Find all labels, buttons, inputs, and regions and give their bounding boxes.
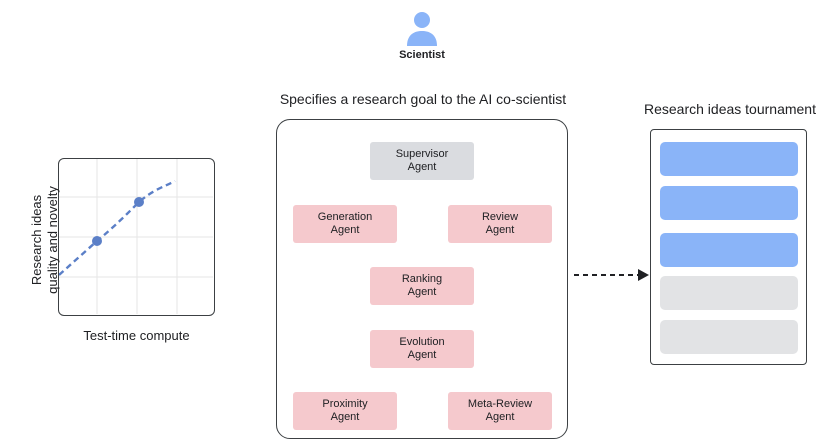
scientist-label: Scientist: [399, 49, 445, 61]
empty-idea-slot: [660, 320, 798, 354]
dashed-arrow: [574, 269, 649, 281]
ranked-idea-slot: [660, 233, 798, 267]
ranked-idea-slot: [660, 186, 798, 220]
curve-point: [92, 236, 102, 246]
empty-idea-slot: [660, 276, 798, 310]
supervisor-agent-box: Supervisor Agent: [370, 142, 474, 180]
curve-point: [134, 197, 144, 207]
compute-scaling-chart: [58, 158, 215, 316]
chart-x-label: Test-time compute: [83, 328, 190, 343]
person-icon: [407, 12, 437, 46]
review-agent-box: Review Agent: [448, 205, 552, 243]
proximity-agent-box: Proximity Agent: [293, 392, 397, 430]
generation-agent-box: Generation Agent: [293, 205, 397, 243]
chart-plot-area: [59, 159, 213, 314]
meta-review-agent-box: Meta-Review Agent: [448, 392, 552, 430]
evolution-agent-box: Evolution Agent: [370, 330, 474, 368]
tournament-panel: [650, 129, 807, 365]
ranking-agent-box: Ranking Agent: [370, 267, 474, 305]
tournament-title: Research ideas tournament: [644, 101, 816, 117]
ranked-idea-slot: [660, 142, 798, 176]
chart-y-label: Research ideas quality and novelty: [29, 186, 60, 294]
quality-curve: [59, 179, 176, 276]
co-scientist-panel: Supervisor Agent Generation Agent Review…: [276, 119, 568, 439]
research-goal-caption: Specifies a research goal to the AI co-s…: [279, 91, 567, 107]
